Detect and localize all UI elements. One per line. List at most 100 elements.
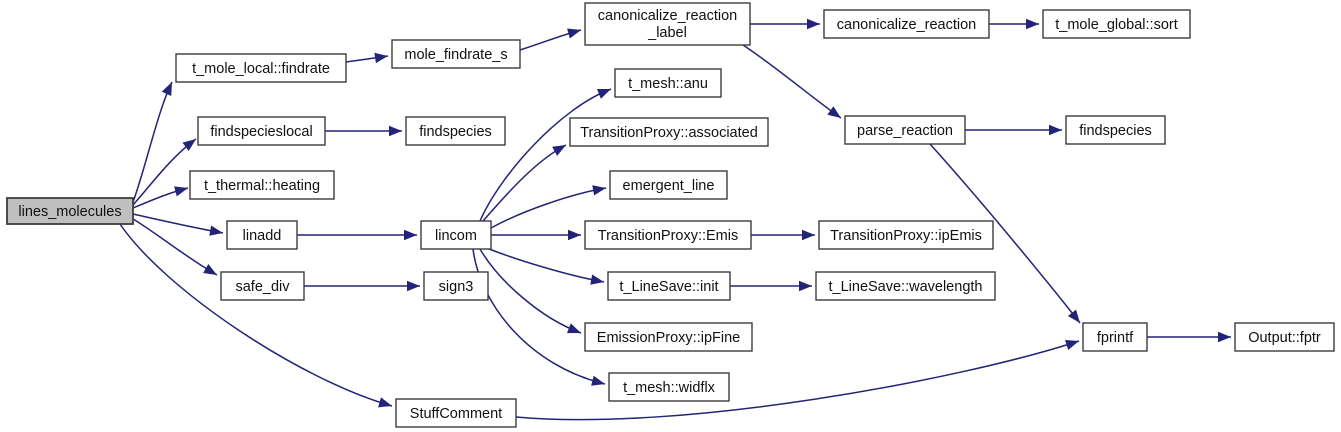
call-edge: [479, 88, 612, 222]
call-edge: [297, 229, 417, 241]
node-label: TransitionProxy::associated: [580, 125, 758, 141]
node-box[interactable]: [189, 170, 335, 200]
call-edge: [132, 138, 197, 206]
graph-node-findspecieslocal[interactable]: findspecieslocal: [197, 116, 326, 146]
arrowhead-icon: [407, 280, 420, 292]
node-box[interactable]: [220, 271, 305, 301]
node-label: t_mole_local::findrate: [192, 61, 330, 77]
call-edge: [730, 280, 812, 292]
node-box[interactable]: [614, 68, 722, 98]
graph-node-parse_reaction[interactable]: parse_reaction: [844, 115, 966, 145]
graph-node-TransitionProxy_ipEmis[interactable]: TransitionProxy::ipEmis: [818, 220, 994, 250]
node-box[interactable]: [609, 170, 728, 200]
node-label: TransitionProxy::ipEmis: [830, 228, 982, 244]
node-label: findspecieslocal: [210, 124, 312, 140]
graph-node-TransitionProxy_Emis[interactable]: TransitionProxy::Emis: [584, 220, 752, 250]
node-box[interactable]: [584, 220, 752, 250]
edge-line: [742, 44, 842, 119]
node-box[interactable]: [608, 372, 730, 402]
arrowhead-icon: [203, 264, 217, 275]
graph-node-t_thermal_heating[interactable]: t_thermal::heating: [189, 170, 335, 200]
node-box[interactable]: [226, 220, 298, 250]
graph-node-lincom[interactable]: lincom: [420, 220, 492, 250]
node-box[interactable]: [1065, 115, 1166, 145]
node-label: lincom: [435, 228, 477, 244]
node-box[interactable]: [6, 197, 134, 225]
node-box[interactable]: [420, 220, 492, 250]
node-box[interactable]: [584, 322, 753, 352]
call-edge: [515, 340, 1080, 421]
graph-node-fprintf[interactable]: fprintf: [1082, 322, 1148, 352]
node-box[interactable]: [607, 271, 731, 301]
node-label: linadd: [243, 228, 282, 244]
call-edge: [132, 186, 189, 209]
graph-node-findspecies_c3[interactable]: findspecies: [405, 116, 506, 146]
graph-node-t_mesh_widflx[interactable]: t_mesh::widflx: [608, 372, 730, 402]
graph-node-canonicalize_reaction[interactable]: canonicalize_reaction: [823, 9, 990, 39]
edge-line: [482, 144, 567, 222]
node-box[interactable]: [844, 115, 966, 145]
graph-node-sign3[interactable]: sign3: [423, 271, 489, 301]
graph-node-t_mole_local_findrate[interactable]: t_mole_local::findrate: [175, 53, 347, 83]
node-box[interactable]: [569, 117, 769, 147]
graph-node-findspecies_c4[interactable]: findspecies: [1065, 115, 1166, 145]
graph-node-t_mole_global_sort[interactable]: t_mole_global::sort: [1042, 9, 1191, 39]
call-edge: [345, 52, 389, 64]
call-edge: [132, 213, 224, 236]
node-label: StuffComment: [410, 406, 502, 422]
node-box[interactable]: [584, 2, 751, 46]
edge-line: [929, 143, 1081, 324]
node-box[interactable]: [175, 53, 347, 83]
node-box[interactable]: [1042, 9, 1191, 39]
call-edge: [488, 248, 605, 285]
graph-node-t_LineSave_init[interactable]: t_LineSave::init: [607, 271, 731, 301]
call-edge: [472, 248, 606, 386]
arrowhead-icon: [1067, 309, 1080, 323]
arrowhead-icon: [552, 145, 566, 156]
graph-node-linadd[interactable]: linadd: [226, 220, 298, 250]
arrowhead-icon: [827, 106, 841, 118]
call-edge: [491, 229, 581, 241]
graph-node-TransitionProxy_associated[interactable]: TransitionProxy::associated: [569, 117, 769, 147]
graph-node-safe_div[interactable]: safe_div: [220, 271, 305, 301]
node-label: parse_reaction: [857, 123, 953, 139]
graph-node-EmissionProxy_ipFine[interactable]: EmissionProxy::ipFine: [584, 322, 753, 352]
node-label: t_LineSave::wavelength: [829, 279, 983, 295]
call-edge: [325, 125, 402, 137]
node-box[interactable]: [818, 220, 994, 250]
node-box[interactable]: [823, 9, 990, 39]
arrowhead-icon: [802, 229, 815, 241]
edge-line: [479, 88, 612, 222]
node-box[interactable]: [423, 271, 489, 301]
graph-node-StuffComment[interactable]: StuffComment: [395, 398, 517, 428]
arrowhead-icon: [799, 280, 812, 292]
graph-node-canonicalize_reaction_label[interactable]: canonicalize_reaction_label: [584, 2, 751, 46]
node-box[interactable]: [391, 39, 521, 69]
call-edge: [965, 124, 1062, 136]
node-box[interactable]: [815, 271, 996, 301]
graph-node-t_LineSave_wavelength[interactable]: t_LineSave::wavelength: [815, 271, 996, 301]
graph-node-mole_findrate_s[interactable]: mole_findrate_s: [391, 39, 521, 69]
node-box[interactable]: [395, 398, 517, 428]
arrowhead-icon: [596, 89, 611, 99]
node-label: Output::fptr: [1248, 330, 1321, 346]
node-box[interactable]: [1082, 322, 1148, 352]
arrowhead-icon: [209, 225, 223, 236]
node-box[interactable]: [1234, 322, 1335, 352]
graph-node-emergent_line[interactable]: emergent_line: [609, 170, 728, 200]
graph-node-t_mesh_anu[interactable]: t_mesh::anu: [614, 68, 722, 98]
node-label: lines_molecules: [18, 204, 121, 220]
edge-line: [132, 218, 218, 276]
node-box[interactable]: [197, 116, 326, 146]
node-label: TransitionProxy::Emis: [598, 228, 738, 244]
node-box[interactable]: [405, 116, 506, 146]
graph-node-Output_fptr[interactable]: Output::fptr: [1234, 322, 1335, 352]
arrowhead-icon: [568, 229, 581, 241]
graph-node-lines_molecules[interactable]: lines_molecules: [6, 197, 134, 225]
edge-line: [132, 81, 173, 203]
arrowhead-icon: [378, 397, 392, 408]
call-edge: [742, 44, 842, 119]
arrowhead-icon: [404, 229, 417, 241]
arrowhead-icon: [592, 185, 606, 196]
